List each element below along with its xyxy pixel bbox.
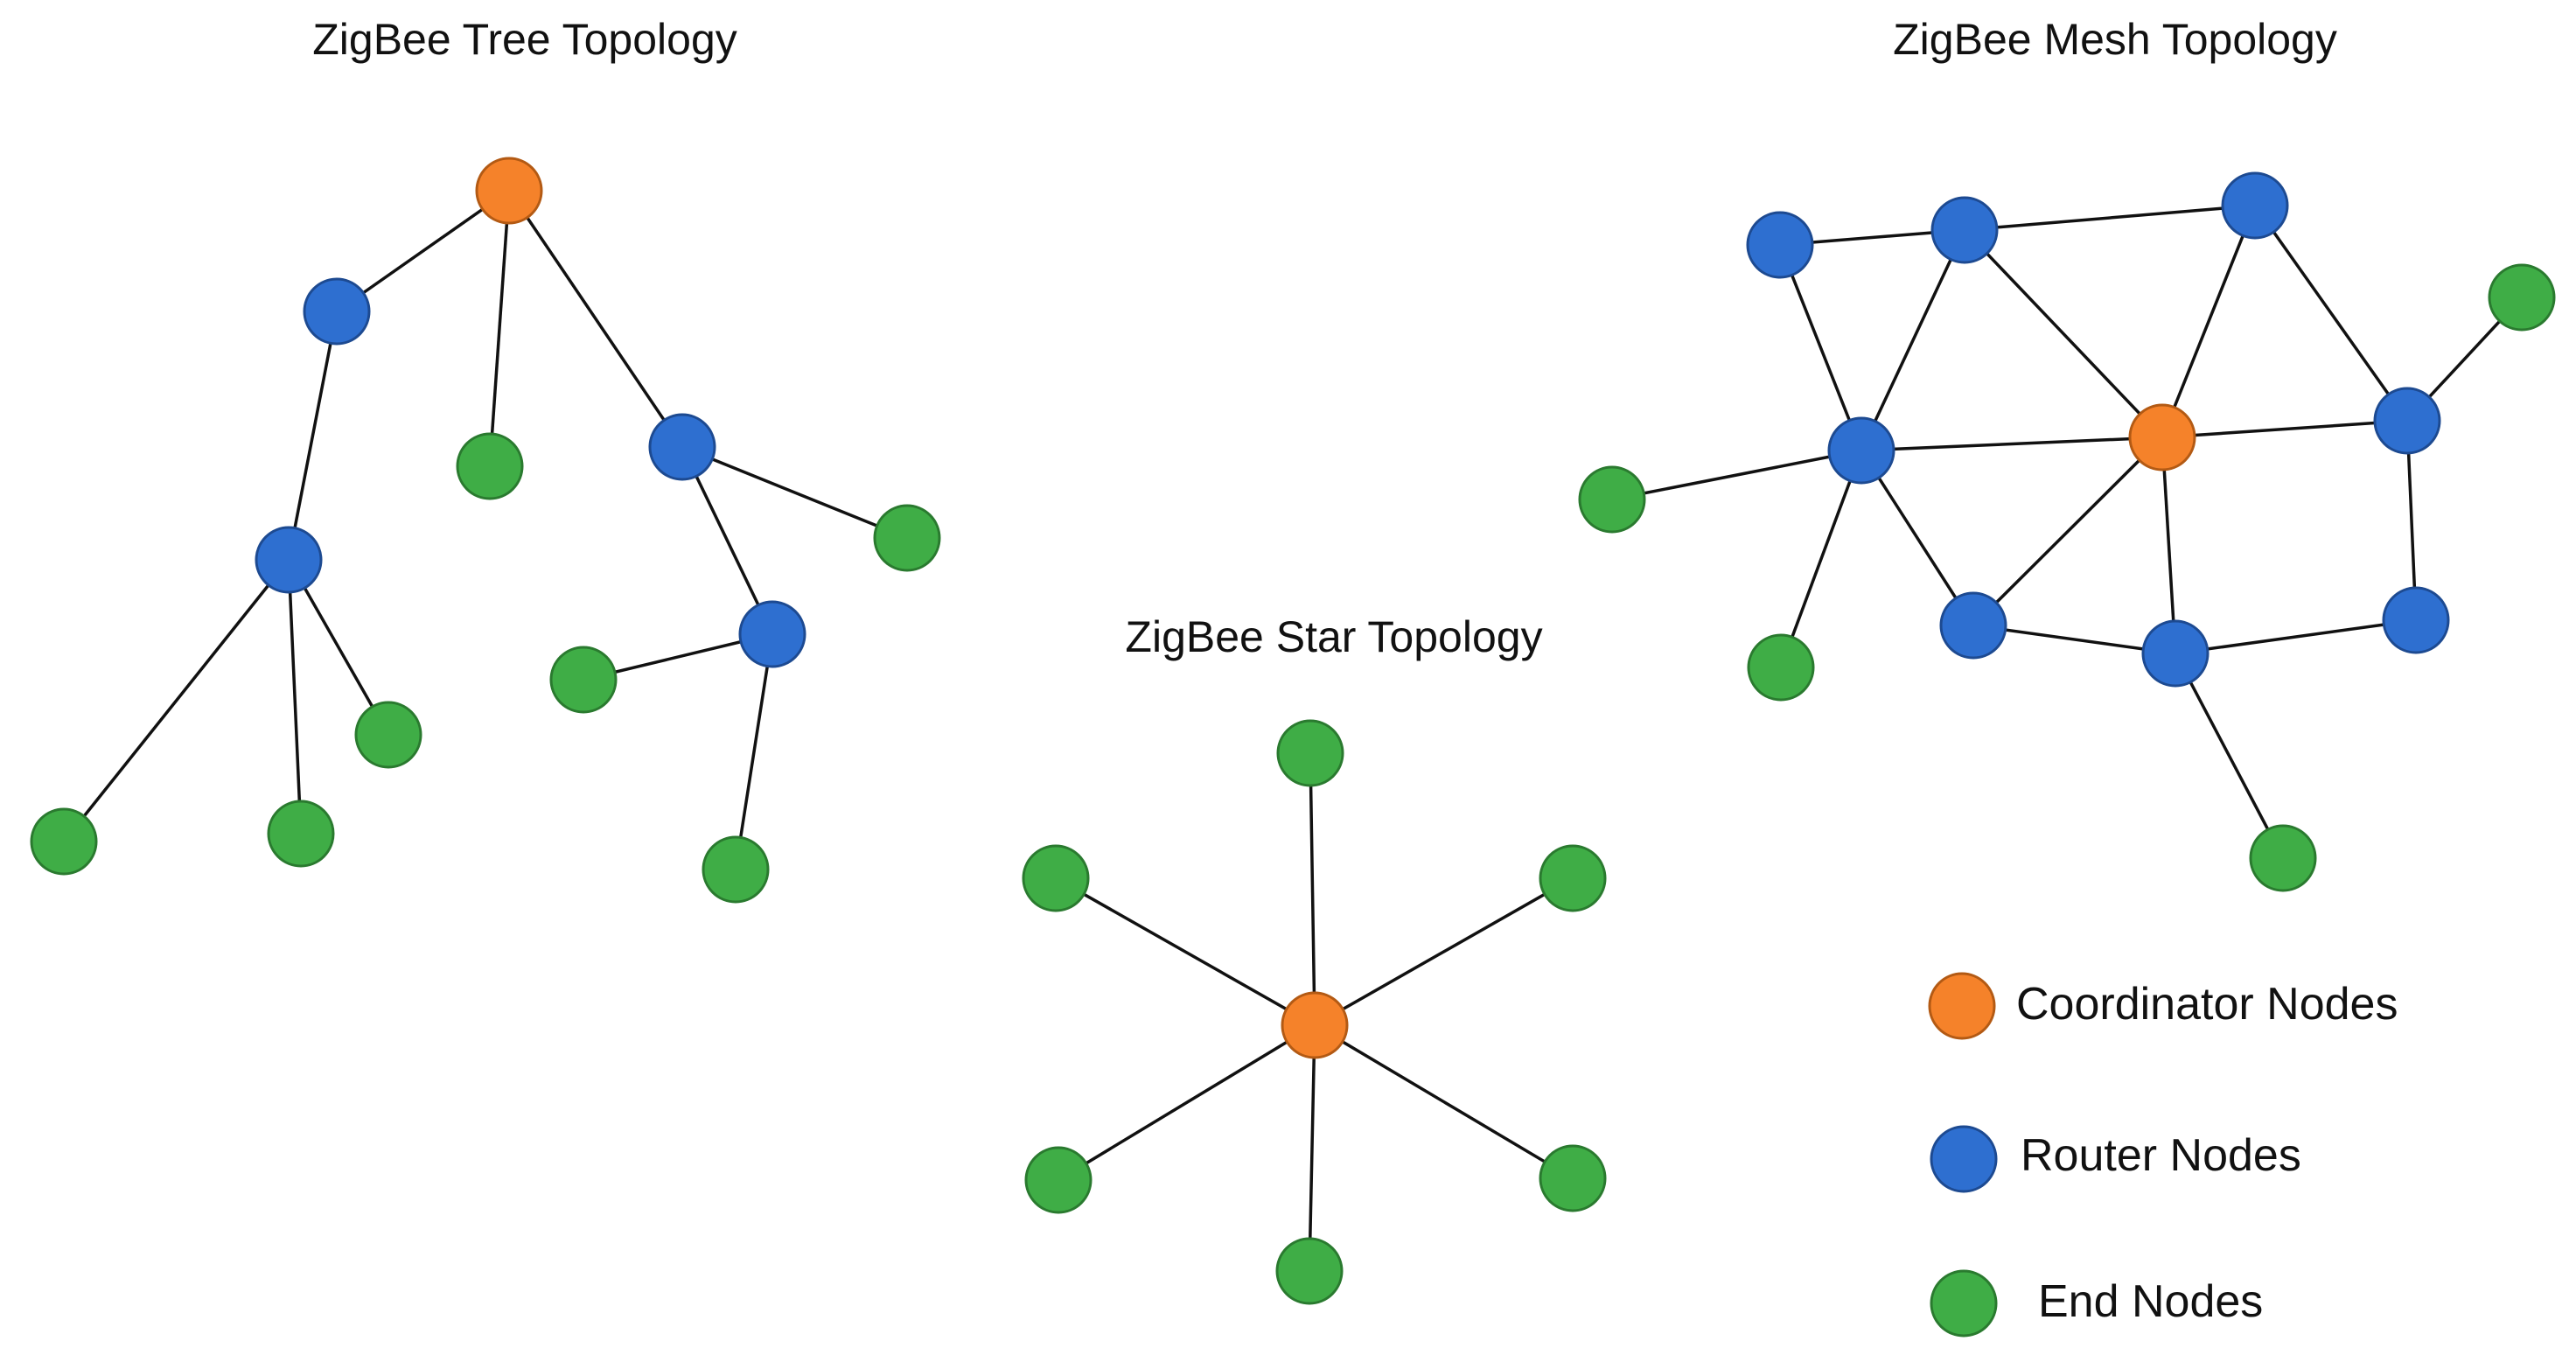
star-coordinator-node <box>1281 991 1349 1059</box>
tree-router-node <box>303 277 371 346</box>
star-topology-title: ZigBee Star Topology <box>1125 612 1542 661</box>
tree-end-node <box>30 807 98 876</box>
star-edge-s-coord-s-e1 <box>1309 752 1316 1026</box>
nodes-layer <box>30 157 2556 1305</box>
star-end-node <box>1539 844 1607 912</box>
tree-edge-t-coord-t-r2 <box>507 190 684 448</box>
mesh-router-node <box>1827 416 1895 485</box>
legend-end-swatch <box>1930 1269 1998 1338</box>
mesh-edge-m-coord-m-r5 <box>2161 419 2408 439</box>
star-end-node <box>1276 719 1344 787</box>
mesh-edge-m-coord-m-r7 <box>2161 437 2177 654</box>
star-end-node <box>1275 1237 1344 1305</box>
mesh-edge-m-r2-m-r3 <box>1964 204 2256 232</box>
legend-coordinator-label: Coordinator Nodes <box>2016 979 2398 1030</box>
tree-router-node <box>255 526 323 594</box>
mesh-router-node <box>2373 387 2441 455</box>
tree-end-node <box>456 432 524 500</box>
legend: Coordinator Nodes Router Nodes End Nodes <box>1928 972 2398 1338</box>
mesh-router-node <box>2221 171 2289 240</box>
tree-coordinator-node <box>475 157 543 225</box>
mesh-edge-m-e2-m-r4 <box>1611 449 1862 501</box>
mesh-edge-m-r6-m-r7 <box>1972 624 2176 655</box>
mesh-end-node <box>1578 465 1646 534</box>
tree-edge-t-r3-t-e2 <box>62 558 290 843</box>
tree-edge-t-coord-t-r1 <box>335 189 511 313</box>
mesh-edge-m-r6-m-coord <box>1972 436 2164 627</box>
tree-edge-t-r3-t-e3 <box>287 559 303 835</box>
mesh-edge-m-r3-m-r5 <box>2253 204 2409 423</box>
legend-coordinator-swatch <box>1928 972 1996 1040</box>
edges-layer <box>62 189 2524 1272</box>
mesh-edge-m-r2-m-coord <box>1963 228 2164 439</box>
star-end-node <box>1024 1146 1093 1214</box>
mesh-end-node <box>2488 263 2556 332</box>
star-edge-s-coord-s-e6 <box>1308 1024 1316 1272</box>
mesh-edge-m-r4-m-coord <box>1860 436 2163 452</box>
tree-end-node <box>873 504 941 572</box>
tree-topology-title: ZigBee Tree Topology <box>312 15 737 64</box>
tree-edge-t-r2-t-r4 <box>681 446 774 635</box>
star-edge-s-coord-s-e5 <box>1314 1023 1574 1180</box>
tree-end-node <box>549 646 618 714</box>
mesh-router-node <box>1746 211 1814 279</box>
tree-edge-t-r2-t-e5 <box>681 445 908 540</box>
legend-end-label: End Nodes <box>2038 1276 2263 1327</box>
star-end-node <box>1022 844 1090 912</box>
mesh-router-node <box>2382 586 2450 654</box>
legend-router-swatch <box>1930 1125 1998 1193</box>
mesh-edge-m-r7-m-r8 <box>2175 618 2417 655</box>
tree-router-node <box>648 413 716 481</box>
mesh-router-node <box>1930 196 1999 264</box>
mesh-edge-m-r3-m-coord <box>2161 205 2257 438</box>
legend-router-label: Router Nodes <box>2021 1130 2301 1181</box>
mesh-end-node <box>1747 633 1815 702</box>
star-edge-s-coord-s-e4 <box>1058 1023 1316 1182</box>
mesh-topology-title: ZigBee Mesh Topology <box>1893 15 2337 64</box>
mesh-edge-m-r4-m-e3 <box>1779 450 1863 668</box>
tree-edge-t-r4-t-e7 <box>734 633 774 870</box>
mesh-edge-m-r4-m-r6 <box>1860 450 1975 626</box>
mesh-router-node <box>1939 591 2007 660</box>
tree-router-node <box>738 600 806 668</box>
tree-end-node <box>267 800 335 868</box>
mesh-end-node <box>2249 824 2317 892</box>
star-edge-s-coord-s-e3 <box>1314 877 1574 1027</box>
star-edge-s-coord-s-e2 <box>1055 877 1316 1027</box>
tree-edge-t-r1-t-r3 <box>287 311 339 561</box>
tree-end-node <box>702 835 770 904</box>
mesh-edge-m-r2-m-r4 <box>1860 229 1966 451</box>
tree-edge-t-coord-t-e1 <box>488 190 511 467</box>
star-end-node <box>1539 1144 1607 1212</box>
mesh-router-node <box>2141 619 2209 688</box>
tree-end-node <box>354 701 422 769</box>
mesh-coordinator-node <box>2128 403 2196 471</box>
mesh-edge-m-r1-m-r4 <box>1778 244 1863 451</box>
mesh-edge-m-r7-m-e4 <box>2174 653 2285 859</box>
